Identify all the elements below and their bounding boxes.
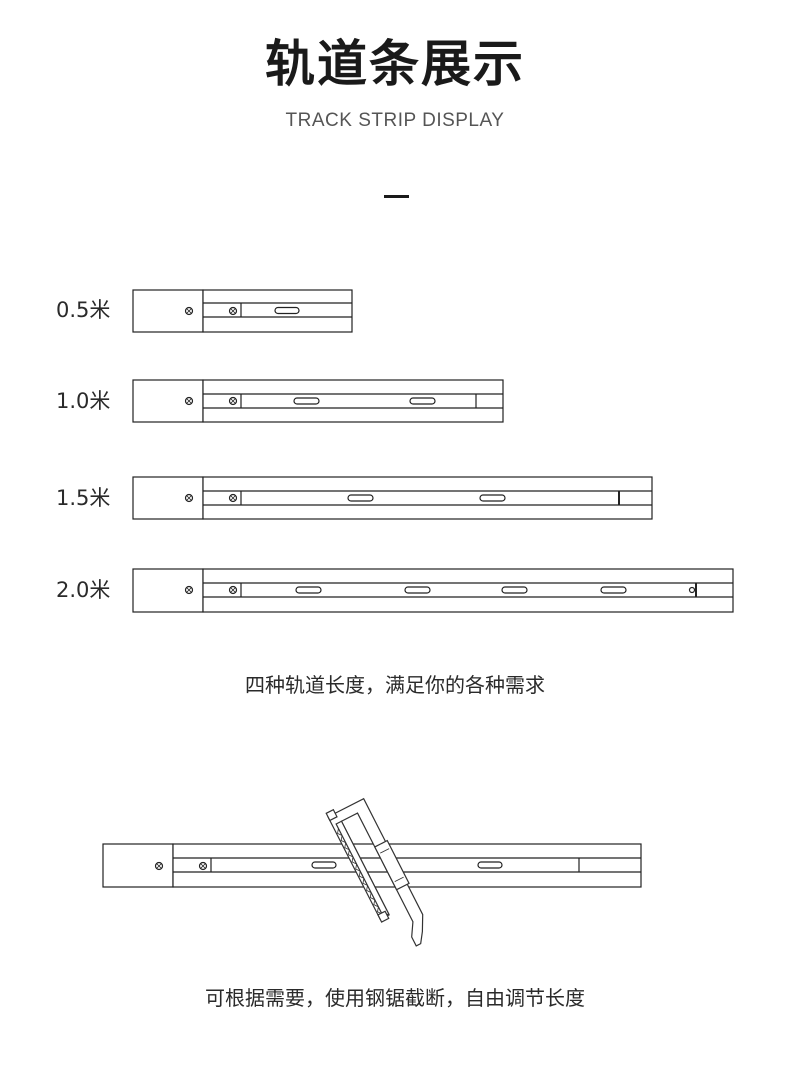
track-strip-1-0m xyxy=(132,379,504,423)
mounting-slot xyxy=(293,397,320,405)
mounting-slot xyxy=(274,306,300,315)
track-strip-2-0m xyxy=(132,568,734,613)
track-strip-1-5m xyxy=(132,476,653,520)
screw-icon xyxy=(688,586,696,594)
end-cap-block xyxy=(132,379,204,423)
track-strip-0-5m xyxy=(132,289,353,333)
caption-cutting: 可根据需要，使用钢锯截断，自由调节长度 xyxy=(205,986,585,1010)
mounting-slot xyxy=(311,861,337,869)
rail-body xyxy=(202,476,653,520)
end-cap-block xyxy=(102,843,174,888)
screw-icon xyxy=(228,396,238,406)
screw-icon xyxy=(154,861,164,871)
end-cap-block xyxy=(132,476,204,520)
title-divider xyxy=(384,195,409,198)
mounting-slot xyxy=(404,586,431,594)
end-cap-block xyxy=(132,289,204,333)
screw-icon xyxy=(184,396,194,406)
caption-four-lengths: 四种轨道长度，满足你的各种需求 xyxy=(245,673,545,697)
rail-body xyxy=(202,379,504,423)
track-length-label-2-0m: 2.0米 xyxy=(56,578,111,602)
saw-teeth xyxy=(337,828,383,915)
saw-pin xyxy=(325,808,338,822)
mounting-slot xyxy=(409,397,436,405)
mounting-slot xyxy=(501,586,528,594)
saw-pin xyxy=(377,910,390,923)
track-length-label-1-0m: 1.0米 xyxy=(56,389,111,413)
screw-icon xyxy=(228,306,238,316)
mounting-slot xyxy=(295,586,322,594)
screw-icon xyxy=(184,585,194,595)
rail-body xyxy=(202,289,353,333)
mounting-slot xyxy=(600,586,627,594)
screw-icon xyxy=(184,493,194,503)
screw-icon xyxy=(198,861,208,871)
screw-icon xyxy=(184,306,194,316)
mounting-slot xyxy=(347,494,374,502)
saw-handle xyxy=(373,839,410,891)
rail-body xyxy=(202,568,734,613)
screw-icon xyxy=(228,493,238,503)
hacksaw-icon xyxy=(325,797,424,947)
saw-frame xyxy=(327,797,424,947)
track-length-label-0-5m: 0.5米 xyxy=(56,298,111,322)
page-subtitle: TRACK STRIP DISPLAY xyxy=(285,110,505,131)
track-length-label-1-5m: 1.5米 xyxy=(56,486,111,510)
screw-icon xyxy=(228,585,238,595)
page-title: 轨道条展示 xyxy=(265,35,525,93)
mounting-slot xyxy=(477,861,503,869)
mounting-slot xyxy=(479,494,506,502)
